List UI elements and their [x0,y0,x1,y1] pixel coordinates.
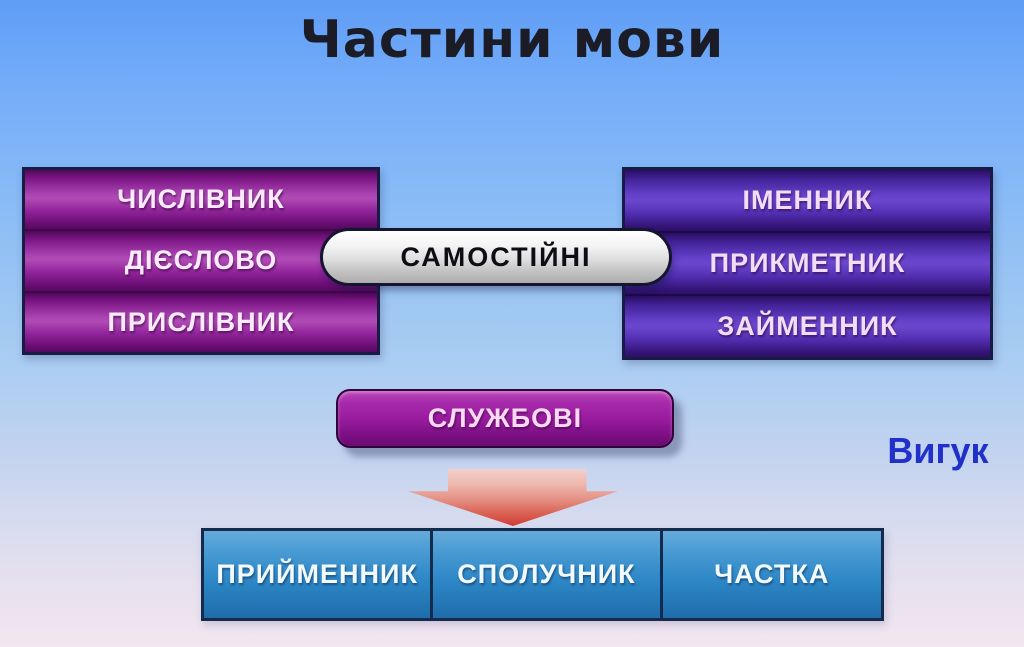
independent-capsule-label: САМОСТІЙНІ [320,228,672,286]
part-of-speech-bar-adjective: ПРИКМЕТНИК [625,231,990,294]
interjection-label: Вигук [887,430,989,471]
independent-right-group: ІМЕННИК ПРИКМЕТНИК ЗАЙМЕННИК [622,167,993,360]
service-parts-button: СЛУЖБОВІ [336,389,674,448]
part-of-speech-bar-verb: ДІЄСЛОВО [25,229,377,291]
service-cell-preposition: ПРИЙМЕННИК [204,531,431,618]
part-of-speech-bar-pronoun: ЗАЙМЕННИК [625,294,990,357]
service-parts-table: ПРИЙМЕННИК СПОЛУЧНИК ЧАСТКА [201,528,884,621]
part-of-speech-bar-numeral: ЧИСЛІВНИК [25,170,377,230]
service-cell-particle: ЧАСТКА [659,531,882,618]
independent-left-group: ЧИСЛІВНИК ДІЄСЛОВО ПРИСЛІВНИК [22,167,380,355]
part-of-speech-bar-noun: ІМЕННИК [625,170,990,231]
page-title: Частини мови [299,10,725,70]
service-cell-conjunction: СПОЛУЧНИК [430,531,660,618]
down-arrow-icon [408,469,618,526]
part-of-speech-bar-adverb: ПРИСЛІВНИК [25,290,377,352]
